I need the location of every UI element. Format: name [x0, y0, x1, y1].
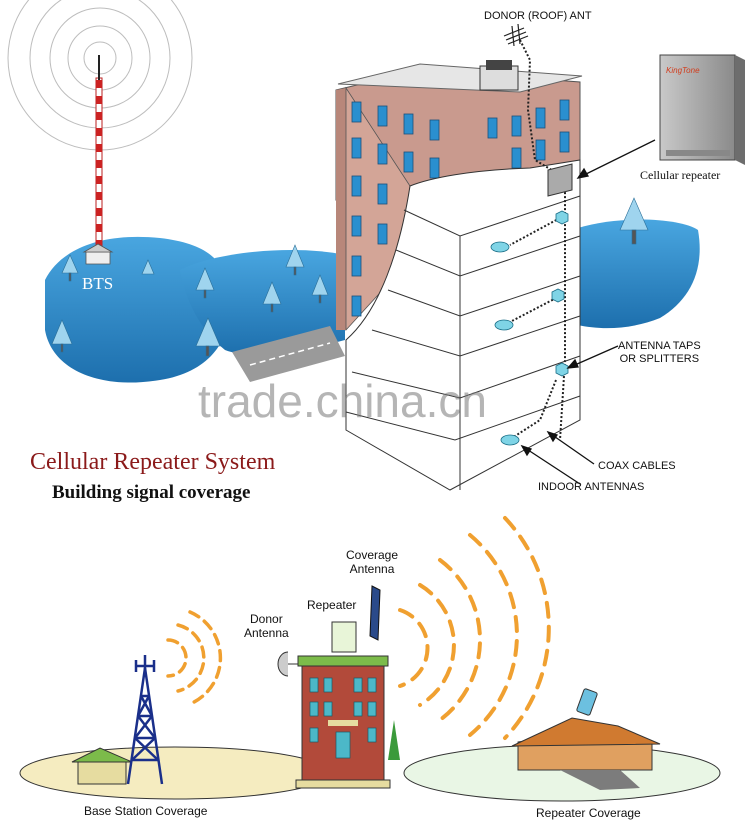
diagram-title: Cellular Repeater System	[30, 449, 276, 475]
coverage-antenna-label: Coverage Antenna	[346, 548, 398, 576]
base-station-coverage-label: Base Station Coverage	[84, 804, 208, 818]
repeater-building	[277, 585, 400, 789]
base-station	[71, 655, 164, 785]
base-station-coverage-area	[19, 746, 331, 800]
brand-label: KingTone	[666, 66, 700, 75]
donor-antenna-line-1: Donor	[250, 612, 283, 626]
signal-waves-base	[166, 610, 223, 706]
coverage-antenna-line-2: Antenna	[349, 562, 395, 576]
pointer-arrows	[520, 139, 656, 485]
donor-antenna-label: Donor Antenna	[244, 612, 289, 640]
home	[511, 688, 661, 790]
coax-cables-label: COAX CABLES	[598, 460, 676, 472]
building	[335, 23, 583, 491]
water-right	[578, 219, 700, 329]
antenna-taps-line-1: ANTENNA TAPS	[618, 340, 701, 352]
donor-antenna-line-2: Antenna	[244, 626, 289, 640]
diagram-subtitle: Building signal coverage	[52, 482, 251, 503]
indoor-antennas-label: INDOOR ANTENNAS	[538, 481, 645, 493]
bts-label: BTS	[82, 274, 114, 293]
trees	[51, 197, 649, 357]
coverage-antenna-line-1: Coverage	[346, 548, 399, 562]
signal-waves-repeater	[398, 516, 551, 740]
repeater-coverage-label: Repeater Coverage	[536, 806, 641, 820]
antenna-taps-line-2: OR SPLITTERS	[619, 353, 700, 365]
donor-roof-antenna-label: DONOR (ROOF) ANT	[484, 10, 592, 22]
watermark: trade.china.cn	[198, 375, 487, 427]
repeater-label: Repeater	[307, 598, 357, 612]
water-mid	[180, 250, 345, 355]
repeater-cabinet	[659, 54, 745, 165]
cellular-repeater-label: Cellular repeater	[640, 168, 721, 182]
bts-tower	[82, 55, 114, 265]
antenna-taps-label: ANTENNA TAPS OR SPLITTERS	[618, 340, 701, 366]
